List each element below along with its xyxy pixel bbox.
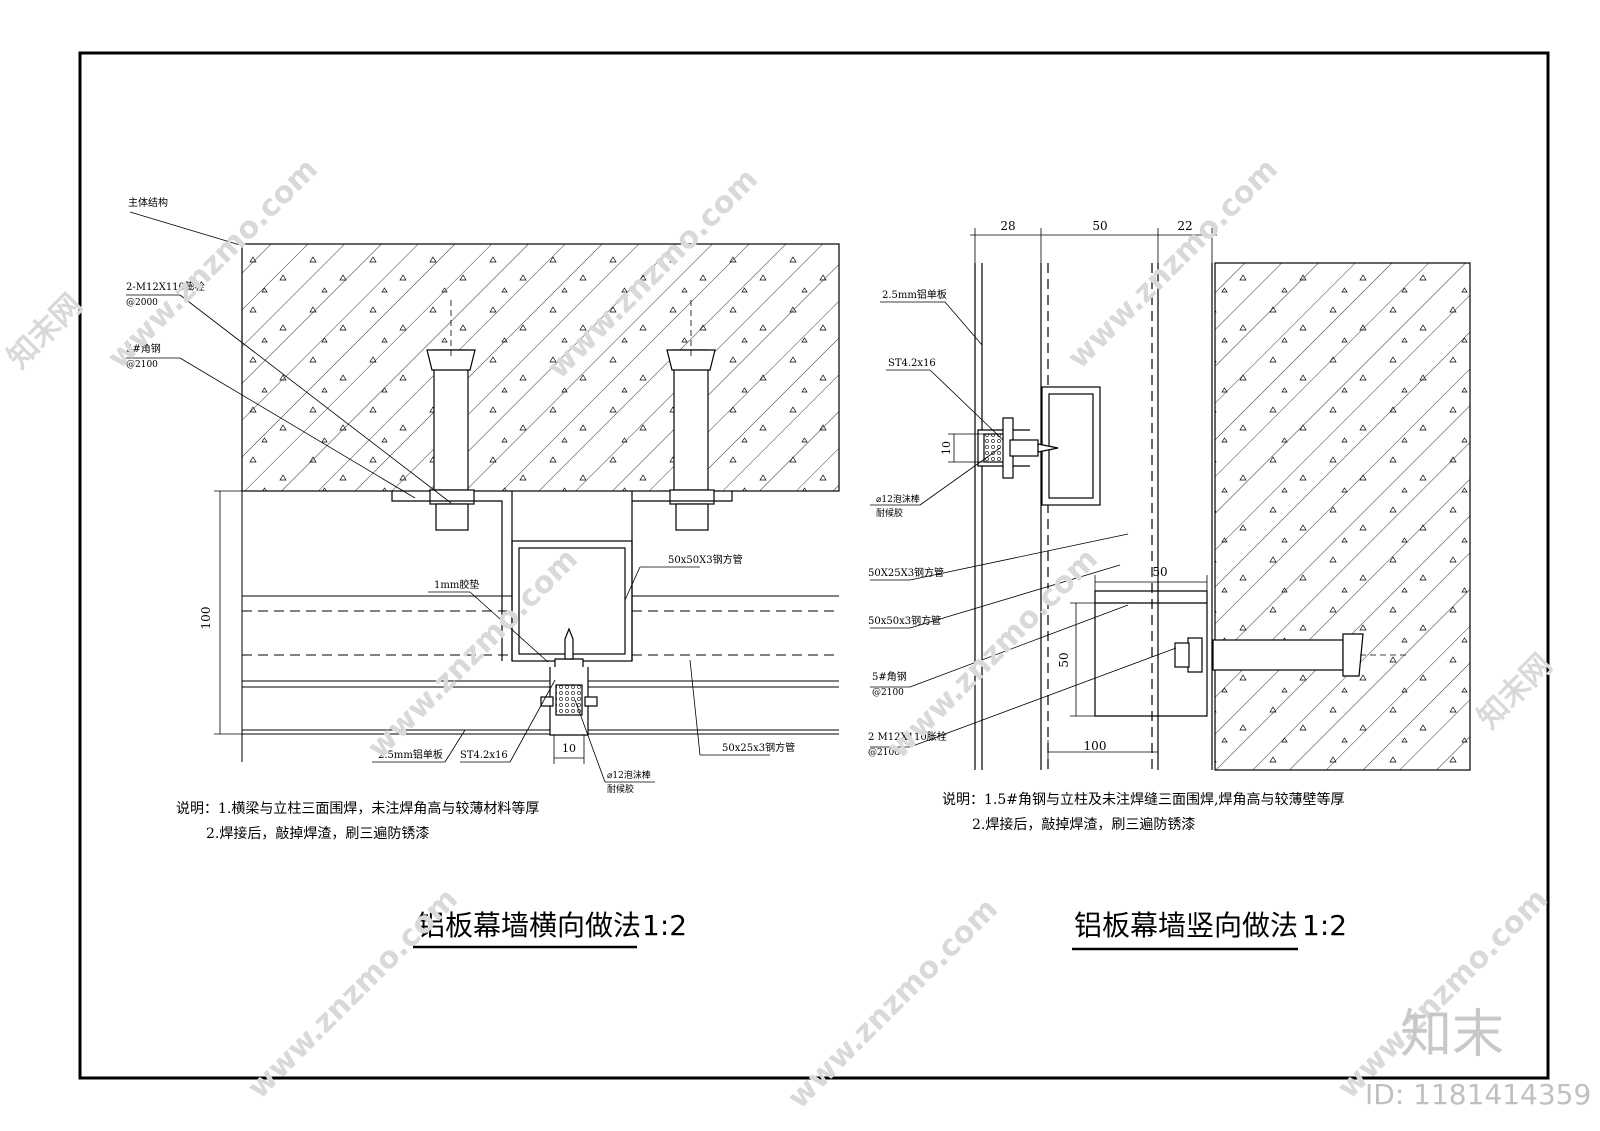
watermark-site-8: www.znzmo.com: [1331, 882, 1555, 1106]
dimension-10-left: [553, 735, 585, 764]
label-panel-right: 2.5mm铝单板: [882, 288, 947, 301]
label-angle: 5#角钢: [126, 342, 161, 355]
right-detail: 28 50 22 10: [868, 219, 1471, 951]
label-sealant-right: 耐候胶: [876, 507, 903, 519]
steel-tube-50x25-right: [1041, 386, 1101, 506]
concrete-wall-right: [1214, 262, 1471, 771]
note-line-2: 2.焊接后，敲掉焊渣，刷三遍防锈漆: [206, 825, 429, 842]
sheet-border: [78, 51, 1550, 1080]
note-right-line-1: 说明：1.5#角钢与立柱及未注焊缝三面围焊,焊角高与较薄壁等厚: [942, 791, 1344, 808]
anchor-bolt-left-2: [666, 300, 716, 531]
label-angle-right: 5#角钢: [872, 670, 907, 683]
label-structure: 主体结构: [128, 196, 168, 209]
brand-logo: 知末: [1400, 1005, 1504, 1065]
label-tube-main-right: 50x50x3钢方管: [868, 614, 941, 627]
scale-right: 1:2: [1302, 909, 1347, 942]
image-id: ID: 1181414359: [1365, 1078, 1591, 1111]
dimension-100-left: [214, 490, 242, 735]
detail-title-left: 铝板幕墙横向做法: [417, 909, 641, 942]
label-bolt: 2-M12X110膨栓: [126, 280, 205, 293]
left-detail: 100 10 主体结构 2-M12X110膨: [126, 196, 840, 949]
dim-100: 100: [1084, 739, 1107, 753]
detail-title-right: 铝板幕墙竖向做法: [1074, 909, 1298, 942]
dim-height-label: 100: [199, 607, 213, 630]
watermark-site-7: www.znzmo.com: [781, 892, 1005, 1116]
leader-lines-left: [126, 211, 770, 783]
panel-joint-left: [540, 627, 598, 736]
dim-joint-label: 10: [562, 742, 576, 755]
label-bolt-spacing-right: @2100: [868, 748, 900, 758]
scale-left: 1:2: [642, 909, 687, 942]
leader-lines-right: [870, 301, 1177, 748]
label-bolt-right: 2 M12X110胀栓: [868, 730, 947, 743]
label-panel: 2.5mm铝单板: [378, 748, 443, 761]
label-tube-small-right: 50X25X3钢方管: [868, 566, 944, 579]
note-right-line-2: 2.焊接后，敲掉焊渣，刷三遍防锈漆: [972, 816, 1195, 833]
dim-22: 22: [1177, 219, 1192, 233]
angle-steel-right: [1094, 590, 1208, 717]
concrete-wall-left: [241, 243, 840, 492]
label-foam-right: ⌀12泡沫棒: [876, 493, 920, 505]
watermark-site-6: www.znzmo.com: [241, 882, 465, 1106]
label-foam: ⌀12泡沫棒: [607, 769, 651, 781]
dim-28: 28: [1000, 219, 1015, 233]
label-screw-right: ST4.2x16: [888, 358, 936, 369]
dim-50-a: 50: [1152, 565, 1167, 579]
label-pad: 1mm胶垫: [434, 578, 479, 591]
label-bolt-spacing: @2000: [126, 298, 158, 308]
label-angle-spacing: @2100: [126, 360, 158, 370]
anchor-bolt-right: [1174, 633, 1410, 677]
label-angle-spacing-right: @2100: [872, 688, 904, 698]
label-screw: ST4.2x16: [460, 750, 508, 761]
label-tube-main: 50x50X3钢方管: [668, 553, 743, 566]
note-line-1: 说明：1.横梁与立柱三面围焊，未注焊角高与较薄材料等厚: [176, 800, 539, 817]
watermark-brand-2: 知末网: [1471, 647, 1559, 735]
label-tube-small: 50x25x3钢方管: [722, 741, 795, 754]
vertical-members-right: [974, 263, 1213, 770]
dimension-angle-right: [1047, 575, 1208, 760]
dimension-top-right: [970, 228, 1217, 265]
steel-tube-50x25-left: [241, 491, 839, 762]
label-sealant: 耐候胶: [607, 783, 634, 795]
dimension-10-right: [948, 433, 984, 463]
dim-50-b: 50: [1057, 652, 1071, 667]
watermark-brand-1: 知末网: [1, 287, 89, 375]
dim-10-right: 10: [940, 441, 953, 455]
dim-50-top: 50: [1092, 219, 1107, 233]
